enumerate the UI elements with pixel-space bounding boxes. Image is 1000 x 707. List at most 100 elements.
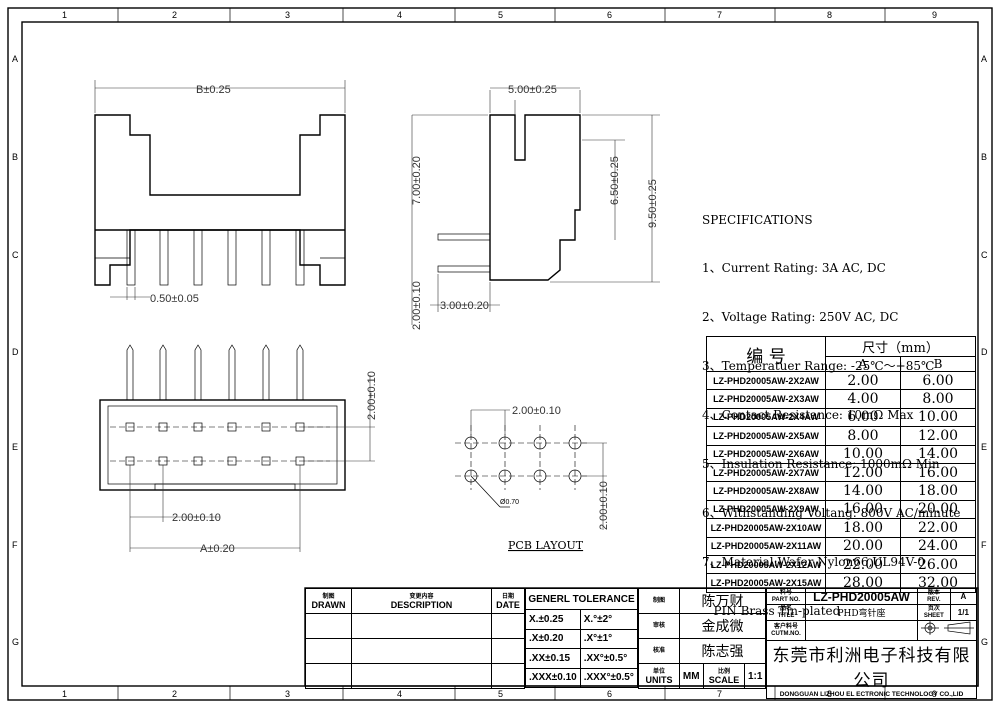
dim-a-cell: 18.00: [825, 518, 901, 538]
dim-a-cell: 8.00: [825, 426, 901, 446]
drawn-by-label: 制图: [638, 588, 680, 614]
bottom-view: 2.00±0.10 2.00±0.10 A±0.20: [99, 344, 378, 555]
dim-b-cell: 12.00: [900, 426, 976, 446]
zone-col-2: 2: [172, 10, 177, 20]
spec-title: SPECIFICATIONS: [702, 212, 813, 227]
part-number-cell: LZ-PHD20005AW-2X11AW: [706, 536, 826, 556]
pcb-layout: 2.00±0.10 2.00±0.10 Ø0.70 PCB LAYOUT: [455, 405, 610, 552]
tolerance-angular: .X°±1°: [579, 628, 639, 649]
zone-row-b: B: [12, 152, 18, 162]
dim-a-cell: 12.00: [825, 462, 901, 483]
part-no-value: LZ-PHD20005AW: [805, 588, 918, 605]
third-angle-projection-icon: [921, 621, 974, 635]
cust-label: CUTM.NO.: [771, 630, 801, 637]
sheet-label: SHEET: [923, 612, 944, 619]
units-value: MM: [679, 663, 704, 689]
rev-cn: 版本: [927, 589, 940, 596]
part-number-cell: LZ-PHD20005AW-2X10AW: [706, 518, 826, 538]
dim-a-cell: 6.00: [825, 407, 901, 428]
desc-cn: 变更内容: [409, 593, 434, 600]
dim-a-cell: 4.00: [825, 389, 901, 409]
tolerance-linear: .XXX±0.10: [525, 667, 581, 688]
dim-b-cell: 20.00: [900, 499, 976, 520]
zone-col-2-bottom: 2: [172, 689, 177, 699]
dim-row-pitch-label: 2.00±0.10: [366, 371, 378, 420]
company-name-cn: 东莞市利洲电子科技有限公司: [772, 646, 971, 690]
dim-pin-width-label: 0.50±0.05: [150, 293, 199, 305]
part-no-cn: 料号: [779, 589, 792, 596]
dim-b-cell: 32.00: [900, 573, 976, 593]
zone-row-f-right: F: [981, 540, 987, 550]
part-no-label: PART NO.: [771, 596, 801, 603]
dim-b-cell: 24.00: [900, 536, 976, 556]
part-number-cell: LZ-PHD20005AW-2X9AW: [706, 499, 826, 520]
pcb-dim-v-label: 2.00±0.10: [598, 481, 610, 530]
title-value: PHD弯针座: [805, 604, 918, 621]
dim-650-label: 6.50±0.25: [609, 156, 621, 205]
scale-label: SCALE: [708, 674, 740, 685]
zone-col-3-bottom: 3: [285, 689, 290, 699]
scale-cn: 比例: [717, 668, 730, 675]
date-label: DATE: [496, 599, 520, 610]
tolerance-angular: .XX°±0.5°: [579, 648, 639, 669]
dim-pin-offset-label: 3.00±0.20: [440, 300, 489, 312]
zone-row-g-right: G: [981, 637, 988, 647]
dim-pin-height-label: 2.00±0.10: [411, 281, 423, 330]
pcb-hole-label: Ø0.70: [500, 499, 519, 506]
part-number-cell: LZ-PHD20005AW-2X12AW: [706, 554, 826, 575]
front-view: B±0.25 0.50±0.05: [94, 80, 346, 305]
rev-label: REV.: [927, 596, 941, 603]
outer-frame: [7, 7, 993, 701]
approved-label: 核准: [638, 638, 680, 664]
header-b: B: [900, 356, 976, 372]
part-number-cell: LZ-PHD20005AW-2X3AW: [706, 389, 826, 409]
part-number-cell: LZ-PHD20005AW-2X8AW: [706, 481, 826, 501]
zone-col-7: 7: [717, 10, 722, 20]
side-view: 5.00±0.25 7.00±0.20 2.00±0.10 3.00±0.20 …: [411, 84, 660, 330]
pcb-layout-title: PCB LAYOUT: [508, 539, 584, 552]
approved-by: 陈志强: [679, 638, 766, 664]
part-number-cell: LZ-PHD20005AW-2X4AW: [706, 407, 826, 428]
scale-value: 1:1: [744, 663, 766, 689]
units-label: UNITS: [645, 674, 673, 685]
projection-symbol: [917, 620, 977, 641]
zone-col-9: 9: [932, 10, 937, 20]
zone-col-1-bottom: 1: [62, 689, 67, 699]
tolerance-linear: .X±0.20: [525, 628, 581, 649]
dim-b-cell: 18.00: [900, 481, 976, 501]
tolerance-linear: X.±0.25: [525, 609, 581, 630]
spec-item: 1、Current Rating: 3A AC, DC: [702, 261, 886, 276]
dim-a-cell: 16.00: [825, 499, 901, 520]
zone-col-7-bottom: 7: [717, 689, 722, 699]
checked-by: 金成微: [679, 613, 766, 639]
zone-row-a: A: [12, 54, 18, 64]
dim-b-label: B±0.25: [196, 84, 231, 96]
zone-col-3: 3: [285, 10, 290, 20]
dim-height-label: 7.00±0.20: [411, 156, 423, 205]
drawn-cn: 制图: [322, 593, 335, 600]
rev-value: A: [949, 588, 978, 605]
zone-row-e: E: [12, 442, 18, 452]
cust-cn: 客户料号: [773, 623, 798, 630]
zone-col-8: 8: [827, 10, 832, 20]
zone-row-a-right: A: [981, 54, 987, 64]
dim-a-cell: 28.00: [825, 573, 901, 593]
title-label: TITLE: [777, 612, 795, 619]
zone-col-6: 6: [607, 10, 612, 20]
zone-col-5: 5: [498, 10, 503, 20]
zone-row-g: G: [12, 637, 19, 647]
dim-a-label: A±0.20: [200, 543, 235, 555]
dim-a-cell: 2.00: [825, 370, 901, 391]
dim-b-cell: 26.00: [900, 554, 976, 575]
company-name-en: DONGGUAN LIZHOU EL ECTRONIC TECHNOLOGY C…: [779, 691, 964, 698]
zone-row-f: F: [12, 540, 18, 550]
